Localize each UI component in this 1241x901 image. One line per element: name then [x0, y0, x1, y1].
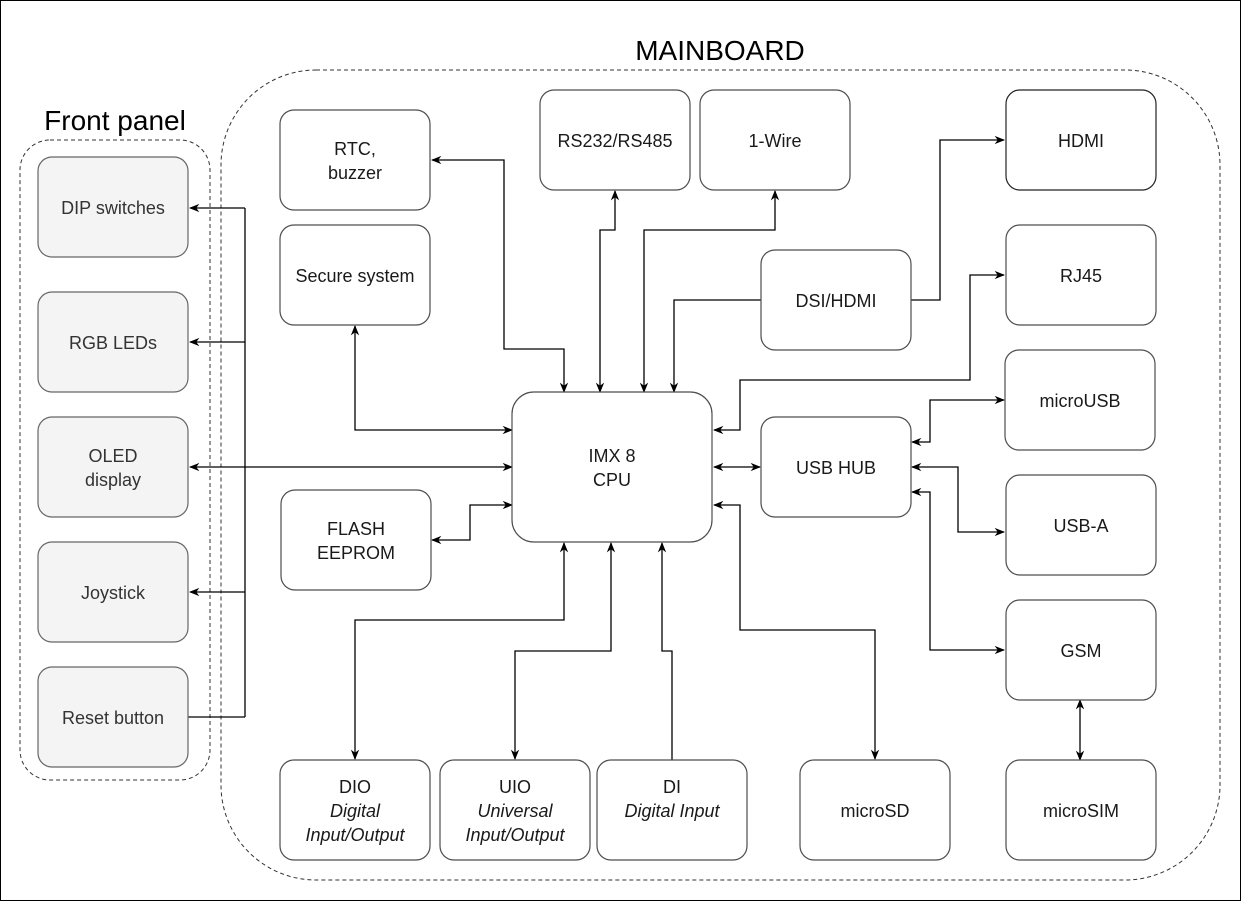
wire-usbhub-microusb — [910, 395, 1006, 447]
mainboard-title: MAINBOARD — [635, 35, 805, 66]
front-panel-rgb-leds: RGB LEDs — [37, 291, 189, 393]
svg-text:UIO: UIO — [499, 777, 531, 797]
svg-text:DSI/HDMI: DSI/HDMI — [796, 291, 877, 311]
block-usb-a: USB-A — [1005, 474, 1157, 576]
block-microsim: microSIM — [1005, 759, 1157, 861]
block-di: DI Digital Input — [596, 759, 748, 861]
wire-rj45-cpu — [712, 270, 1006, 435]
svg-text:DI: DI — [663, 777, 681, 797]
wire-1wire-cpu — [639, 189, 780, 394]
svg-text:buzzer: buzzer — [328, 163, 382, 183]
svg-text:DIP switches: DIP switches — [61, 198, 165, 218]
front-panel-group — [19, 139, 211, 781]
front-panel-reset-button: Reset button — [37, 666, 189, 768]
block-usb-hub: USB HUB — [760, 416, 912, 518]
block-imx8-cpu: IMX 8 CPU — [511, 391, 713, 543]
block-flash-eeprom: FLASH EEPROM — [280, 489, 432, 591]
block-1-wire: 1-Wire — [699, 89, 851, 191]
svg-text:EEPROM: EEPROM — [317, 543, 395, 563]
wire-rtc-cpu — [430, 155, 569, 394]
svg-text:RS232/RS485: RS232/RS485 — [557, 131, 672, 151]
connections — [188, 135, 1085, 762]
svg-text:microSD: microSD — [840, 801, 909, 821]
block-secure-system: Secure system — [279, 224, 431, 326]
svg-text:RTC,: RTC, — [334, 139, 376, 159]
wire-cpu-uio — [510, 541, 616, 761]
svg-text:Universal: Universal — [477, 801, 553, 821]
svg-text:HDMI: HDMI — [1058, 131, 1104, 151]
svg-text:Joystick: Joystick — [81, 583, 146, 603]
svg-text:Reset button: Reset button — [62, 708, 164, 728]
svg-text:1-Wire: 1-Wire — [749, 131, 802, 151]
svg-text:Digital Input: Digital Input — [624, 801, 720, 821]
front-panel-dip-switches: DIP switches — [37, 156, 189, 258]
svg-text:Input/Output: Input/Output — [305, 825, 405, 845]
block-uio: UIO Universal Input/Output — [439, 759, 591, 861]
block-rtc-buzzer: RTC, buzzer — [279, 109, 431, 211]
block-hdmi: HDMI — [1005, 89, 1157, 191]
svg-text:GSM: GSM — [1060, 641, 1101, 661]
svg-text:microUSB: microUSB — [1039, 391, 1120, 411]
block-microsd: microSD — [799, 759, 951, 861]
front-panel-oled-display: OLED display — [37, 416, 189, 518]
block-rs232-rs485: RS232/RS485 — [539, 89, 691, 191]
wire-dsi-cpu — [669, 299, 761, 394]
svg-text:Digital: Digital — [330, 801, 381, 821]
block-microusb: microUSB — [1004, 349, 1156, 451]
wire-cpu-microsd — [712, 500, 880, 761]
svg-text:DIO: DIO — [339, 777, 371, 797]
svg-text:Input/Output: Input/Output — [465, 825, 565, 845]
wire-usbhub-usba — [910, 462, 1006, 537]
front-panel-title: Front panel — [44, 105, 186, 136]
svg-text:display: display — [85, 470, 141, 490]
svg-text:FLASH: FLASH — [327, 519, 385, 539]
wire-rs-cpu — [595, 189, 620, 394]
svg-text:CPU: CPU — [593, 470, 631, 490]
front-panel-joystick: Joystick — [37, 541, 189, 643]
svg-text:RJ45: RJ45 — [1060, 266, 1102, 286]
block-rj45: RJ45 — [1005, 224, 1157, 326]
svg-text:USB-A: USB-A — [1053, 516, 1108, 536]
wire-flash-cpu — [430, 500, 514, 545]
wire-dsi-hdmi — [911, 135, 1006, 301]
wire-di-cpu — [657, 541, 673, 760]
block-dio: DIO Digital Input/Output — [279, 759, 431, 861]
svg-text:IMX 8: IMX 8 — [588, 446, 635, 466]
wire-usbhub-gsm — [910, 487, 1006, 655]
svg-text:OLED: OLED — [88, 446, 137, 466]
svg-text:USB HUB: USB HUB — [796, 458, 876, 478]
svg-text:RGB LEDs: RGB LEDs — [69, 333, 157, 353]
svg-text:microSIM: microSIM — [1043, 801, 1119, 821]
mainboard-group — [220, 69, 1221, 881]
svg-text:Secure system: Secure system — [295, 266, 414, 286]
block-dsi-hdmi: DSI/HDMI — [760, 249, 912, 351]
block-gsm: GSM — [1005, 599, 1157, 701]
wire-secure-cpu — [350, 324, 514, 435]
